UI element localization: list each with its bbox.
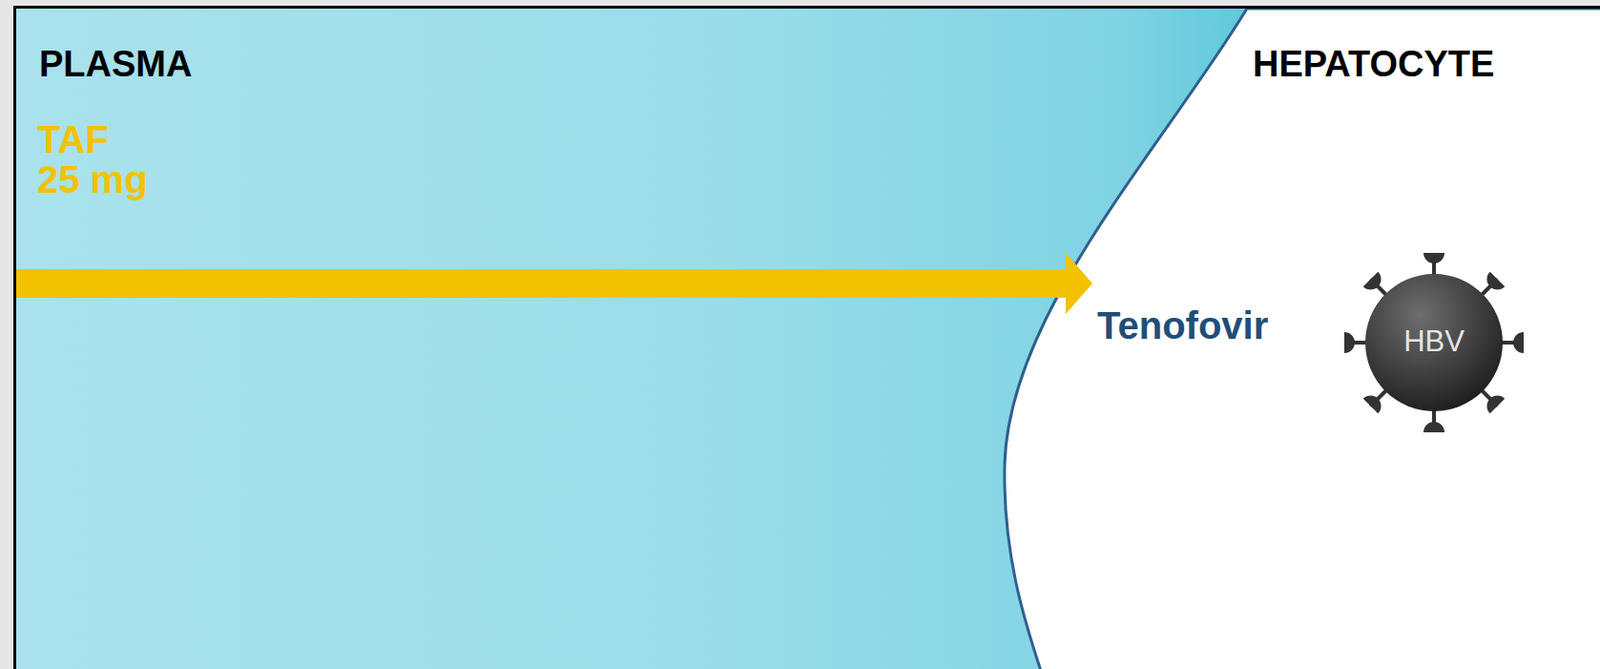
region-title: PLASMA — [39, 42, 421, 85]
spike-cap — [1423, 421, 1445, 433]
hepatocyte-region: HEPATOCYTE Tenofovir HBV — [1092, 8, 1600, 669]
virus-particle: HBV — [1362, 270, 1506, 415]
drug-dose: TAF 25 mg — [37, 119, 157, 200]
region-title: HEPATOCYTE — [1252, 42, 1597, 85]
spike-cap — [1482, 391, 1505, 414]
spike-cap — [1363, 391, 1386, 414]
spike-cap — [1363, 271, 1386, 294]
connector-layer — [16, 8, 1600, 669]
flow-arrow — [16, 252, 1093, 314]
spike-cap — [1344, 332, 1355, 354]
virus-label: HBV — [1362, 324, 1506, 359]
cell-boundary — [1004, 8, 1600, 669]
figure-frame: PLASMA TAF 25 mg HEPATOCYTE Tenofovir HBV — [13, 5, 1600, 669]
spike-cap — [1513, 332, 1524, 354]
drug-name: Tenofovir — [1097, 303, 1327, 348]
spike-cap — [1423, 252, 1445, 264]
spike-cap — [1482, 271, 1505, 294]
